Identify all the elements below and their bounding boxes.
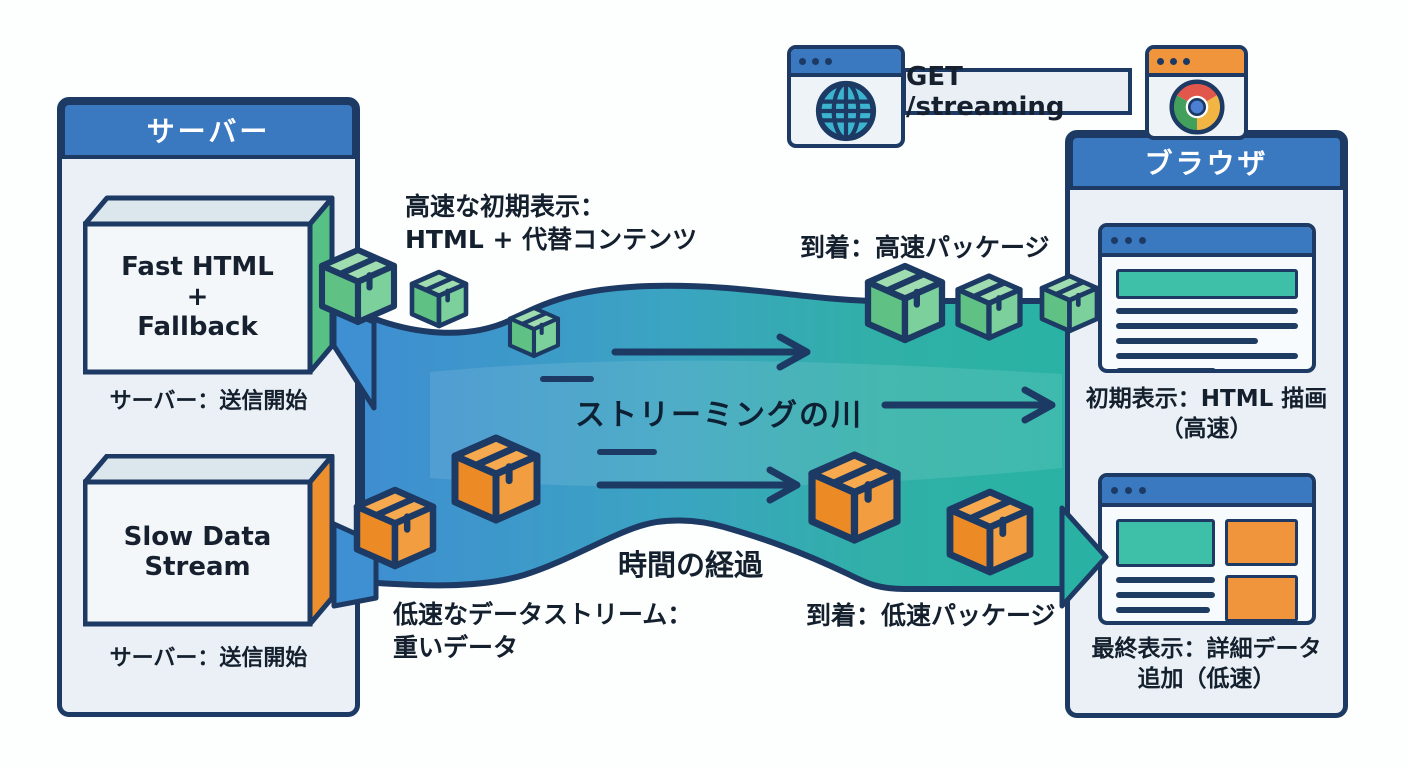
initial-render-caption-line1: 初期表示：HTML 描画 [1085, 386, 1328, 412]
hero-content-block [1116, 519, 1215, 567]
window-dot-icon [1170, 57, 1177, 65]
slow-box-line2: Stream [144, 552, 251, 582]
window-dot-icon [1125, 486, 1132, 494]
text-line [1116, 592, 1215, 598]
text-line [1116, 353, 1298, 359]
fast-box-line2: + [186, 282, 209, 313]
slow-stream-note-line2: 重いデータ [393, 633, 519, 662]
river-label: ストリーミングの川 [575, 398, 863, 433]
fast-box-line1: Fast HTML [121, 252, 274, 283]
window-dot-icon [825, 57, 832, 65]
data-widget-block [1224, 575, 1298, 621]
slow-stream-note: 低速なデータストリーム： 重いデータ [393, 598, 692, 664]
river-body [359, 282, 1095, 592]
text-line [1116, 308, 1298, 314]
mockup-titlebar [1102, 477, 1312, 507]
flow-arrow-icons [596, 333, 1056, 504]
browser-chrome-window [1145, 45, 1248, 140]
final-render-caption-line2: 追加（低速） [1137, 665, 1276, 692]
text-line [1116, 368, 1217, 369]
text-line [1116, 577, 1215, 583]
server-panel-title: サーバー [146, 115, 271, 148]
server-panel: サーバー Fast HTML + Fallback サーバー：送信開始 Slow… [57, 97, 360, 717]
fast-box-caption: サーバー：送信開始 [109, 389, 308, 414]
text-line [1116, 338, 1258, 344]
slow-arrival-note: 到着：低速パッケージ [806, 601, 1056, 630]
browser-panel-title: ブラウザ [1144, 147, 1269, 180]
fast-stream-note-line1: 高速な初期表示： [405, 192, 606, 221]
slow-box-line1: Slow Data [123, 522, 272, 553]
text-line [1116, 323, 1298, 329]
server-panel-header: サーバー [61, 101, 356, 159]
client-window [787, 45, 905, 148]
window-dot-icon [1183, 57, 1190, 65]
current-dash-icon [540, 376, 657, 455]
time-elapsed-label: 時間の経過 [618, 548, 764, 582]
slow-data-box: Slow Data Stream [83, 454, 335, 630]
window-dot-icon [799, 57, 806, 65]
chrome-window-titlebar [1149, 49, 1244, 77]
fast-arrival-note: 到着：高速パッケージ [800, 233, 1050, 262]
window-dot-icon [812, 57, 819, 65]
hero-content-block [1116, 269, 1298, 299]
request-method-path: GET /streaming [906, 61, 1065, 122]
fast-html-box-shape [83, 195, 335, 375]
final-render-caption-line1: 最終表示：詳細データ [1091, 636, 1322, 662]
slow-box-caption: サーバー：送信開始 [109, 646, 308, 671]
fast-stream-note-line2: HTML + 代替コンテンツ [405, 225, 698, 254]
window-dot-icon [1111, 236, 1118, 244]
slow-stream-note-line1: 低速なデータストリーム： [393, 600, 693, 629]
mockup-titlebar [1102, 227, 1312, 257]
window-dot-icon [1125, 236, 1132, 244]
river-inner-highlight [430, 360, 1062, 488]
request-label: GET /streaming [902, 62, 1132, 122]
final-render-mockup [1098, 473, 1316, 625]
text-line [1116, 622, 1181, 625]
globe-icon [815, 80, 877, 141]
initial-render-mockup [1098, 223, 1316, 373]
browser-panel: ブラウザ 初期表示：HTML 描画 （高速） [1065, 130, 1348, 718]
text-line [1116, 607, 1210, 613]
browser-panel-header: ブラウザ [1069, 134, 1344, 190]
client-window-titlebar [791, 49, 901, 77]
window-dot-icon [1111, 486, 1118, 494]
window-dot-icon [1139, 236, 1146, 244]
slow-data-box-shape [83, 454, 335, 627]
fast-box-line3: Fallback [137, 311, 258, 342]
initial-render-caption-line2: （高速） [1160, 415, 1253, 442]
window-dot-icon [1139, 486, 1146, 494]
fast-html-box: Fast HTML + Fallback [83, 194, 335, 376]
data-widget-block [1224, 519, 1298, 566]
window-dot-icon [1157, 57, 1164, 65]
fast-stream-note: 高速な初期表示： HTML + 代替コンテンツ [405, 190, 697, 256]
chrome-browser-icon [1168, 78, 1225, 135]
